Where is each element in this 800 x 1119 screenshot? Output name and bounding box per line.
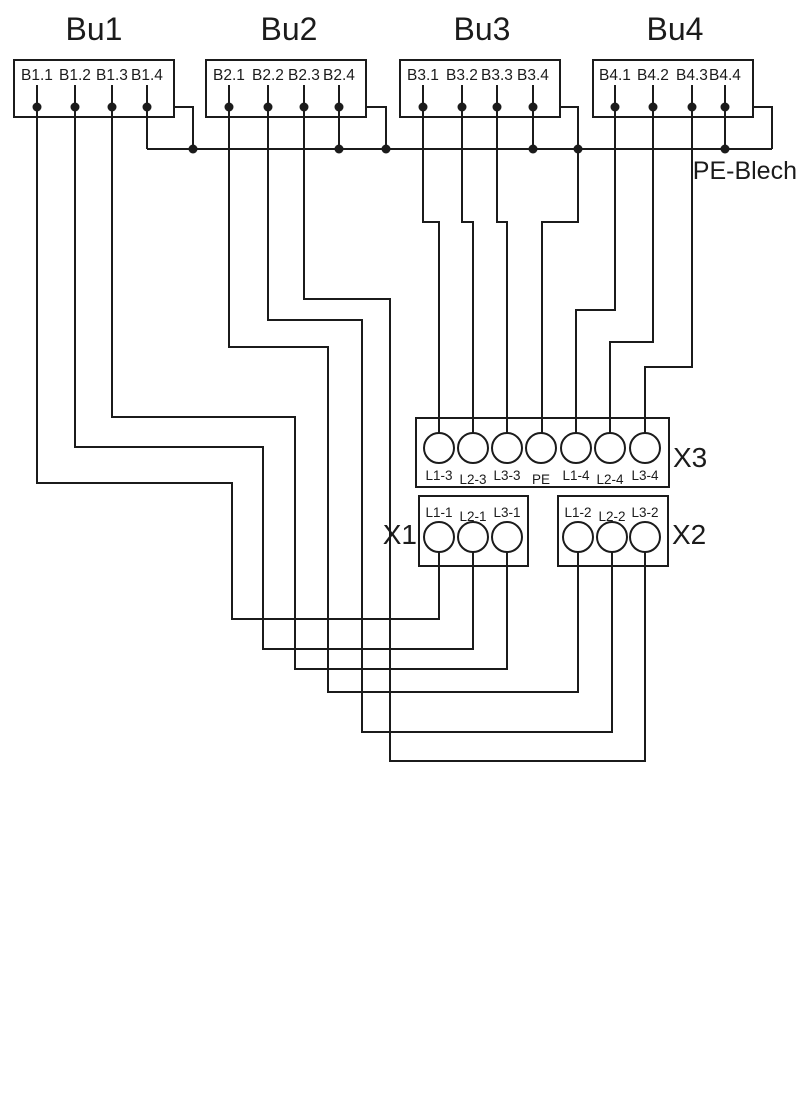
terminal-dot-B4.1	[610, 102, 620, 112]
terminal-label-B1.1: B1.1	[21, 67, 53, 84]
x2-terminal-circle-L3-2	[629, 521, 661, 553]
pe-bus-junction-dot	[334, 144, 344, 154]
wire-b3.2-l2-3	[461, 107, 474, 433]
terminal-label-B3.1: B3.1	[407, 67, 439, 84]
wire-b3.3-l3-3	[496, 107, 508, 433]
terminal-dot-B4.4	[720, 102, 730, 112]
bu4-box	[592, 59, 754, 118]
bu1-box	[13, 59, 175, 118]
terminal-label-B4.2: B4.2	[637, 67, 669, 84]
terminal-label-B4.3: B4.3	[676, 67, 708, 84]
terminal-label-B3.2: B3.2	[446, 67, 478, 84]
x2-terminal-label-L1-2: L1-2	[564, 505, 591, 520]
terminal-dot-B4.2	[648, 102, 658, 112]
x1-terminal-circle-L3-1	[491, 521, 523, 553]
x1-terminal-circle-L2-1	[457, 521, 489, 553]
bu3-box	[399, 59, 561, 118]
terminal-label-B1.4: B1.4	[131, 67, 163, 84]
pe-bus-segment-6	[560, 106, 579, 149]
terminal-label-B2.3: B2.3	[288, 67, 320, 84]
terminal-label-B3.4: B3.4	[517, 67, 549, 84]
terminal-dot-B3.3	[492, 102, 502, 112]
x3-terminal-label-L3-3: L3-3	[493, 468, 520, 483]
x2-terminal-label-L2-2: L2-2	[598, 509, 625, 524]
x3-terminal-label-L2-4: L2-4	[596, 472, 624, 487]
wire-b4.3-l3-4	[644, 107, 693, 433]
bu2-title: Bu2	[260, 11, 318, 47]
terminal-label-B2.1: B2.1	[213, 67, 245, 84]
x1-terminal-circle-L1-1	[423, 521, 455, 553]
x3-terminal-circle-L1-4	[560, 432, 592, 464]
pe-bus-junction-dot	[381, 144, 391, 154]
wire-b3.1-l1-3	[422, 107, 440, 433]
x3-terminal-label-L3-4: L3-4	[631, 468, 659, 483]
wire-b4.2-l2-4	[609, 107, 654, 433]
terminal-dot-B1.2	[70, 102, 80, 112]
pe-bus-junction-dot	[573, 144, 583, 154]
x3-terminal-label-L2-3: L2-3	[459, 472, 486, 487]
terminal-label-B2.4: B2.4	[323, 67, 355, 84]
x1-box	[418, 495, 529, 567]
x2-terminal-label-L3-2: L3-2	[631, 505, 658, 520]
x3-terminal-circle-L1-3	[423, 432, 455, 464]
pe-bus-junction-dot	[188, 144, 198, 154]
x2-terminal-circle-L2-2	[596, 521, 628, 553]
wire-b1.3-l3-1	[111, 107, 508, 670]
terminal-dot-B1.3	[107, 102, 117, 112]
terminal-dot-B1.1	[32, 102, 42, 112]
terminal-dot-B3.2	[457, 102, 467, 112]
pe-bus-segment-2	[174, 106, 194, 149]
terminal-dot-B2.1	[224, 102, 234, 112]
bu4-title: Bu4	[646, 11, 704, 47]
terminal-label-B1.3: B1.3	[96, 67, 128, 84]
terminal-label-B3.3: B3.3	[481, 67, 513, 84]
wire-b1.1-l1-1	[36, 107, 440, 620]
terminal-label-B1.2: B1.2	[59, 67, 91, 84]
terminal-dot-B2.2	[263, 102, 273, 112]
x1-terminal-label-L2-1: L2-1	[459, 509, 486, 524]
x3-terminal-circle-L2-4	[594, 432, 626, 464]
terminal-dot-B3.1	[418, 102, 428, 112]
pe-bus-segment-8	[753, 106, 773, 149]
x1-terminal-label-L1-1: L1-1	[425, 505, 452, 520]
terminal-label-B4.1: B4.1	[599, 67, 631, 84]
pe-blech-label: PE-Blech	[692, 157, 797, 185]
x2-terminal-circle-L1-2	[562, 521, 594, 553]
wire-pe-bus-x3-pe	[541, 149, 579, 433]
pe-bus-segment-4	[366, 106, 387, 149]
x3-terminal-label-PE: PE	[532, 472, 550, 487]
wire-b1.2-l2-1	[74, 107, 474, 650]
x3-terminal-label-L1-4: L1-4	[562, 468, 590, 483]
x1-block-label: X1	[382, 519, 417, 550]
wire-b2.3-l3-2	[303, 107, 646, 762]
terminal-label-B4.4: B4.4	[709, 67, 741, 84]
wire-b2.2-l2-2	[267, 107, 613, 733]
pe-bus-junction-dot	[528, 144, 538, 154]
bu2-box	[205, 59, 367, 118]
x1-terminal-label-L3-1: L3-1	[493, 505, 520, 520]
x2-box	[557, 495, 669, 567]
bu1-title: Bu1	[65, 11, 123, 47]
x3-terminal-circle-L3-3	[491, 432, 523, 464]
terminal-label-B2.2: B2.2	[252, 67, 284, 84]
terminal-dot-B2.4	[334, 102, 344, 112]
terminal-dot-B4.3	[687, 102, 697, 112]
wire-b2.1-l1-2	[228, 107, 579, 693]
wire-b4.1-l1-4	[575, 107, 616, 433]
x3-block-label: X3	[673, 442, 708, 473]
terminal-dot-B2.3	[299, 102, 309, 112]
x3-terminal-circle-L3-4	[629, 432, 661, 464]
x3-terminal-circle-PE	[525, 432, 557, 464]
terminal-dot-B3.4	[528, 102, 538, 112]
bu3-title: Bu3	[453, 11, 511, 47]
pe-bus-junction-dot	[720, 144, 730, 154]
x3-terminal-circle-L2-3	[457, 432, 489, 464]
x2-block-label: X2	[672, 519, 707, 550]
x3-box	[415, 417, 670, 488]
terminal-dot-B1.4	[142, 102, 152, 112]
x3-terminal-label-L1-3: L1-3	[425, 468, 452, 483]
